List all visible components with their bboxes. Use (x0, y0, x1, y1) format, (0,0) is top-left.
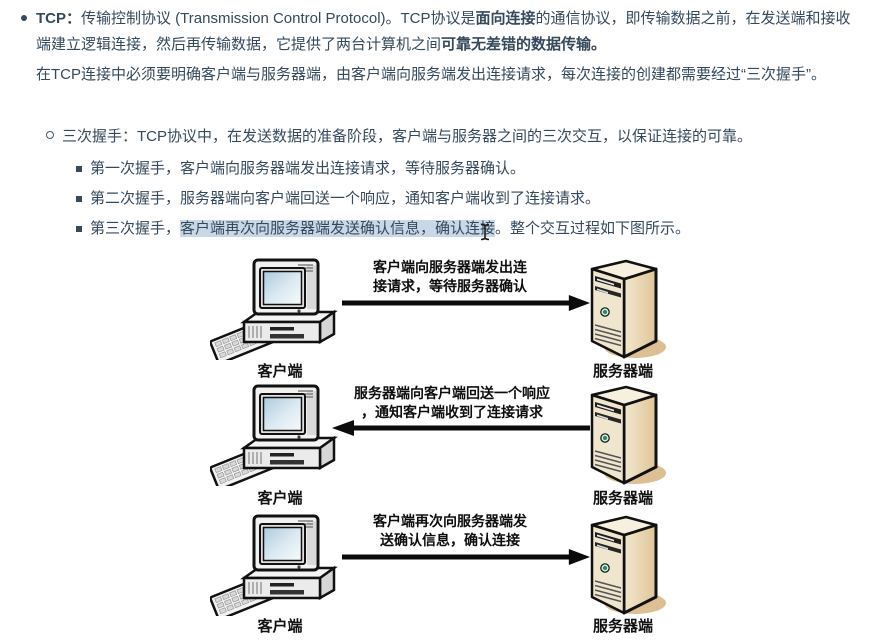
bullet-square-icon (76, 166, 82, 172)
server-label: 服务器端 (592, 363, 653, 380)
client-label: 客户端 (257, 618, 303, 635)
bullet-square-icon (76, 226, 82, 232)
selected-text: 客户端再次向服务器端发送确认信息，确认连接 (180, 220, 496, 237)
handshake1-arrow-label: 客户端向服务器端发出连 接请求，等待服务器确认 (373, 259, 527, 294)
tcp-intro-paragraph: TCP：传输控制协议 (Transmission Control Protoco… (36, 10, 851, 53)
three-way-handshake-item: 三次握手：TCP协议中，在发送数据的准备阶段，客户端与服务器之间的三次交互，以保… (62, 128, 753, 145)
bullet-disc-icon (21, 15, 27, 21)
client-label: 客户端 (257, 363, 303, 380)
server-tower-icon (578, 257, 668, 361)
server-label: 服务器端 (592, 618, 653, 635)
bullet-circle-icon (46, 131, 54, 139)
handshake-step-1: 第一次握手，客户端向服务器端发出连接请求，等待服务器确认。 (90, 160, 526, 177)
tcp-connection-paragraph: 在TCP连接中必须要明确客户端与服务器端，由客户端向服务端发出连接请求，每次连接… (36, 66, 826, 83)
handshake3-arrow-label: 客户端再次向服务器端发 送确认信息，确认连接 (373, 513, 527, 548)
server-tower-icon (578, 383, 668, 487)
text-cursor-icon (480, 223, 490, 241)
bullet-square-icon (76, 196, 82, 202)
server-label: 服务器端 (592, 490, 653, 507)
arrow-right-icon (342, 294, 590, 312)
server-tower-icon (578, 513, 668, 617)
handshake-step-2: 第二次握手，服务器端向客户端回送一个响应，通知客户端收到了连接请求。 (90, 190, 601, 207)
arrow-left-icon (332, 419, 590, 437)
client-computer-icon (210, 514, 350, 616)
bold-reliable-transfer: 可靠无差错的数据传输。 (441, 36, 607, 53)
handshake-step-3: 第三次握手，客户端再次向服务器端发送确认信息，确认连接。整个交互过程如下图所示。 (90, 220, 691, 237)
arrow-right-icon (342, 548, 590, 566)
client-computer-icon (210, 258, 350, 360)
client-label: 客户端 (257, 490, 303, 507)
tcp-term: TCP： (36, 10, 82, 27)
bold-connection-oriented: 面向连接 (475, 10, 536, 27)
handshake2-arrow-label: 服务器端向客户端回送一个响应 ，通知客户端收到了连接请求 (354, 385, 550, 420)
